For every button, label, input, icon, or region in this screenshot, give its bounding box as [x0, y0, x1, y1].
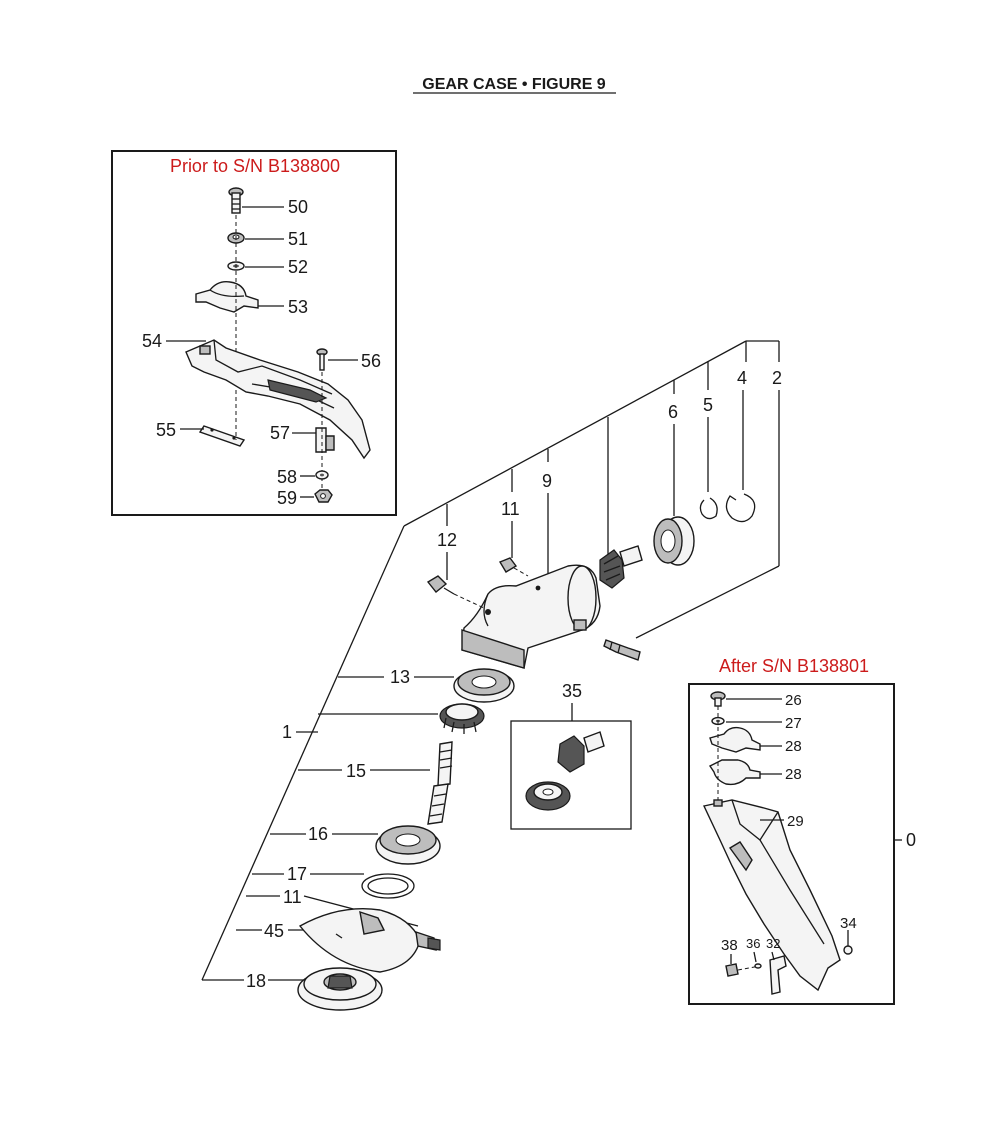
part-bolt-11b — [415, 930, 441, 951]
gear-set-35-box: 35 — [510, 681, 632, 830]
part-bolt-50 — [228, 187, 244, 214]
part-bolt-38 — [725, 963, 761, 977]
label-32: 32 — [766, 936, 780, 951]
main-leader-frame — [201, 340, 780, 981]
part-guard-54 — [185, 339, 371, 460]
label-38: 38 — [721, 937, 738, 954]
part-clamp-53 — [195, 280, 259, 313]
label-13: 13 — [390, 667, 410, 687]
label-56: 56 — [361, 351, 381, 371]
part-bevel-gear — [439, 703, 485, 734]
label-57: 57 — [270, 423, 290, 443]
label-34: 34 — [840, 915, 857, 932]
part-bearing-16 — [375, 825, 441, 865]
label-58: 58 — [277, 467, 297, 487]
label-53: 53 — [288, 297, 308, 317]
part-guard-29 — [702, 799, 841, 992]
part-plate-55 — [198, 425, 246, 447]
part-shaft-15 — [427, 741, 453, 825]
label-45: 45 — [264, 921, 284, 941]
part-bolt-11a — [498, 557, 529, 577]
part-bolt-12 — [426, 575, 485, 609]
label-54: 54 — [142, 331, 162, 351]
label-59: 59 — [277, 488, 297, 508]
part-screw-26 — [710, 691, 726, 707]
label-28a: 28 — [785, 738, 802, 755]
label-6: 6 — [668, 402, 678, 422]
part-circlip-5 — [699, 497, 718, 520]
label-15: 15 — [346, 761, 366, 781]
part-nut-34 — [843, 945, 853, 955]
label-18: 18 — [246, 971, 266, 991]
label-11a: 11 — [501, 499, 520, 519]
part-washer-36 — [754, 963, 762, 969]
part-bracket-32 — [769, 955, 787, 995]
part-holder-18 — [297, 967, 383, 1011]
label-35: 35 — [562, 681, 582, 701]
label-17: 17 — [287, 864, 307, 884]
part-bearing-6 — [653, 516, 695, 566]
label-4: 4 — [737, 368, 747, 388]
label-28b: 28 — [785, 766, 802, 783]
label-9: 9 — [542, 471, 552, 491]
part-bearing-13 — [453, 668, 515, 703]
part-bevel-35 — [525, 781, 571, 811]
label-55: 55 — [156, 420, 176, 440]
inset-after: After S/N B138801 0 26 27 28 28 — [688, 656, 916, 1005]
part-nut-59 — [314, 489, 333, 503]
inset-after-caption: After S/N B138801 — [719, 656, 869, 676]
label-12: 12 — [437, 530, 457, 550]
label-36: 36 — [746, 936, 760, 951]
part-pinion-35 — [557, 731, 605, 773]
part-bolt-2 — [603, 639, 641, 661]
label-5: 5 — [703, 395, 713, 415]
label-52: 52 — [288, 257, 308, 277]
part-screw-56 — [316, 348, 328, 371]
part-pinion-gear-9 — [599, 545, 643, 589]
label-29: 29 — [787, 813, 804, 830]
label-50: 50 — [288, 197, 308, 217]
label-11b: 11 — [283, 887, 302, 907]
inset-prior: Prior to S/N B138800 50 51 52 — [111, 150, 397, 516]
label-1: 1 — [282, 722, 292, 742]
part-circlip-17 — [361, 873, 415, 899]
label-51: 51 — [288, 229, 308, 249]
part-gear-case — [461, 564, 601, 669]
part-cup-45 — [298, 908, 421, 973]
label-26: 26 — [785, 692, 802, 709]
label-27: 27 — [785, 715, 802, 732]
label-2: 2 — [772, 368, 782, 388]
part-washer-58 — [315, 470, 329, 480]
figure-title: GEAR CASE • FIGURE 9 — [422, 76, 606, 93]
part-clamp-28a — [709, 726, 761, 753]
part-circlip-4 — [725, 493, 756, 523]
label-16: 16 — [308, 824, 328, 844]
label-0: 0 — [906, 830, 916, 850]
inset-prior-caption: Prior to S/N B138800 — [170, 156, 340, 176]
part-bracket-57 — [315, 427, 335, 453]
